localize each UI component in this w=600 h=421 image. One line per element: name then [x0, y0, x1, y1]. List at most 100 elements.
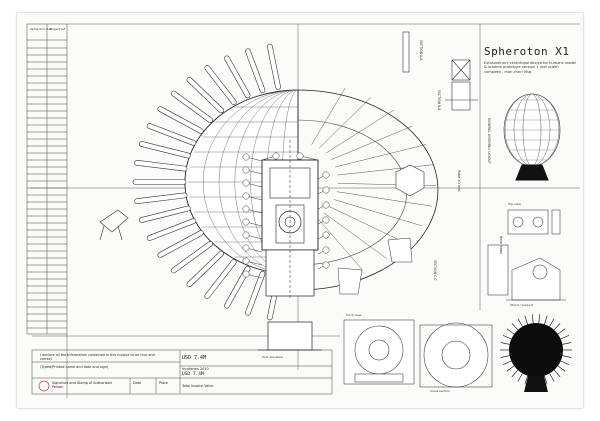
- black-spike: [517, 318, 523, 327]
- drawing-subtitle: Extraordinary centrifugal device for hum…: [484, 61, 576, 74]
- section-ray: [319, 97, 372, 149]
- sphere-spike: [157, 230, 204, 258]
- black-spike: [544, 375, 548, 385]
- black-spike: [511, 323, 519, 331]
- bottom-views: [343, 319, 493, 388]
- sphere-spike: [204, 65, 237, 105]
- seat-sketch: [99, 209, 129, 241]
- view-label-3: Stand / support: [510, 303, 534, 307]
- sphere-spike: [132, 179, 187, 185]
- incoterms-label: Incoterms 2010: [182, 367, 209, 371]
- price-main: USD 7.4M: [182, 355, 207, 361]
- sphere-spike: [139, 205, 191, 223]
- section-ray: [337, 164, 434, 176]
- black-spike: [531, 314, 534, 324]
- callout-bubble: [242, 244, 250, 252]
- black-spike: [538, 314, 541, 324]
- section-ray: [316, 217, 363, 271]
- black-spike: [500, 355, 510, 358]
- sphere-spike: [146, 123, 197, 146]
- invoice-table: [31, 349, 333, 395]
- callout-bubble: [322, 201, 330, 209]
- sphere-spike: [245, 270, 266, 316]
- revision-table: [26, 23, 68, 335]
- black-spike: [557, 328, 566, 335]
- signature-label: Signature and Stamp of Authorised Person: [52, 381, 112, 389]
- section-ray: [311, 87, 346, 145]
- black-sphere: [500, 314, 572, 392]
- black-spike: [502, 360, 512, 365]
- black-spike: [511, 369, 519, 377]
- section-ray: [331, 125, 413, 160]
- black-spike: [562, 355, 572, 358]
- sphere-spike: [146, 218, 197, 241]
- vertical-label-4: SECTION C-C: [433, 260, 437, 281]
- vertical-label-0: SECTION A-A: [419, 40, 423, 61]
- section-ray: [333, 199, 423, 227]
- component-views: [487, 209, 566, 301]
- section-ray: [329, 206, 407, 244]
- sphere-spike: [139, 141, 191, 159]
- callout-bubble: [242, 192, 250, 200]
- callout-bubble: [272, 152, 280, 160]
- typed-name-label: (Typed/Printed name and date and sign): [40, 365, 109, 369]
- sphere-spike: [186, 76, 225, 114]
- black-spike: [560, 360, 570, 365]
- callout-bubble: [322, 216, 330, 224]
- callout-bubble: [242, 270, 250, 278]
- view-label-0: Side elevation: [262, 355, 283, 359]
- callout-bubble: [242, 166, 250, 174]
- view-label-2: Front view: [346, 313, 362, 317]
- drawing-title: Spheroton X1: [484, 45, 570, 58]
- vertical-label-2: GENERAL ASSEMBLY LAYOUT: [487, 118, 491, 164]
- callout-bubble: [322, 171, 330, 179]
- price-secondary: USD 7.4M: [182, 372, 204, 377]
- sphere-spike: [170, 90, 213, 123]
- callout-bubble: [242, 179, 250, 187]
- sphere-spike: [224, 55, 251, 99]
- pedestal-base: [267, 321, 313, 351]
- black-spike: [500, 342, 510, 345]
- black-spike: [524, 315, 528, 325]
- sphere-spike: [157, 106, 204, 134]
- callout-bubble: [242, 205, 250, 213]
- mini-sphere-outline: [503, 93, 561, 181]
- black-spike: [562, 342, 572, 345]
- declaration-text: I declare all the information contained …: [40, 353, 160, 369]
- black-spike: [560, 335, 570, 340]
- section-ray: [323, 212, 387, 259]
- view-label-1: Top view: [507, 202, 521, 206]
- section-ray: [335, 144, 427, 168]
- total-label: Total Invoice Value: [182, 384, 214, 388]
- section-details-top: [402, 31, 478, 111]
- revision-header-2: Bogart ref: [50, 27, 66, 31]
- date-label: Date: [133, 381, 142, 385]
- black-spike: [549, 373, 555, 382]
- black-spike: [502, 335, 512, 340]
- revision-header-1: Spheroton Ref: [30, 27, 52, 31]
- callout-bubble: [242, 231, 250, 239]
- sphere-spike: [134, 160, 188, 172]
- sphere-spike: [224, 265, 251, 309]
- sphere-meridian: [203, 89, 299, 276]
- view-label-4: Cross section: [430, 389, 450, 393]
- callout-bubble: [296, 152, 304, 160]
- vertical-label-3: Rotor X-Y axis: [457, 170, 461, 192]
- black-spike: [553, 323, 561, 331]
- hub-hexagon: [395, 164, 425, 197]
- central-mechanism: [258, 140, 322, 351]
- callout-bubble: [242, 153, 250, 161]
- sphere-spike: [186, 250, 225, 288]
- sphere-spike: [170, 241, 213, 274]
- black-spike: [544, 315, 548, 325]
- black-spike: [506, 328, 515, 335]
- place-label: Place: [159, 381, 169, 385]
- callout-bubble: [322, 246, 330, 254]
- black-spike: [517, 373, 523, 382]
- black-spike: [524, 375, 528, 385]
- section-ray: [325, 109, 394, 154]
- section-ray: [336, 191, 432, 207]
- callout-bubble: [322, 261, 330, 269]
